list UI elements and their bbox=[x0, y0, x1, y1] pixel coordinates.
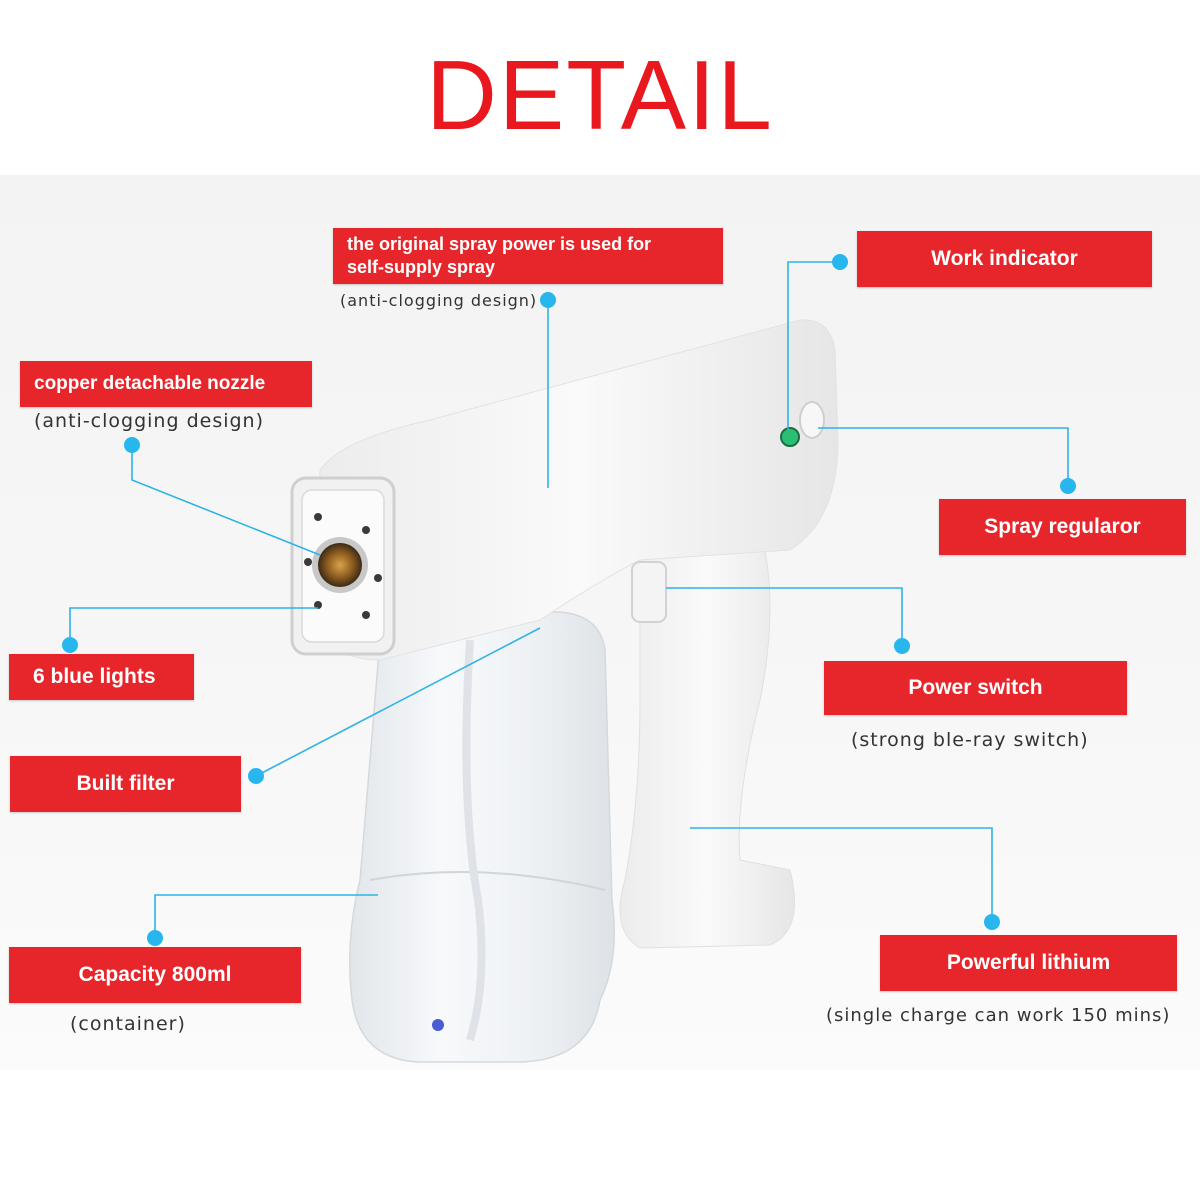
leader-capacity bbox=[154, 894, 378, 938]
filter-weight bbox=[432, 1019, 444, 1031]
dot-spray-regulator bbox=[1060, 478, 1076, 494]
dot-work-indicator bbox=[832, 254, 848, 270]
work-indicator-led bbox=[780, 427, 800, 447]
dot-built-filter bbox=[248, 768, 264, 784]
suction-tube bbox=[462, 639, 486, 1042]
callout-power-switch: Power switch bbox=[824, 661, 1127, 715]
spray-regulator-knob bbox=[799, 401, 825, 439]
leader-work-indicator bbox=[787, 261, 840, 430]
dot-nozzle bbox=[124, 437, 140, 453]
callout-capacity: Capacity 800ml bbox=[9, 947, 301, 1003]
leader-spray-regulator bbox=[818, 427, 1069, 486]
leader-built-filter bbox=[255, 627, 541, 777]
gun-barrel bbox=[317, 319, 839, 661]
callout-blue-lights: 6 blue lights bbox=[9, 654, 194, 700]
trigger bbox=[631, 561, 667, 623]
callout-work-indicator: Work indicator bbox=[857, 231, 1152, 287]
dot-lithium bbox=[984, 914, 1000, 930]
power-switch-note: (strong ble-ray switch) bbox=[851, 729, 1089, 751]
dot-spray-power bbox=[540, 292, 556, 308]
nozzle-note: (anti-clogging design) bbox=[34, 410, 265, 432]
leader-nozzle bbox=[131, 445, 321, 556]
bottle bbox=[349, 611, 616, 1063]
capacity-note: (container) bbox=[70, 1013, 186, 1035]
spray-power-line1: the original spray power is used for bbox=[347, 234, 652, 254]
page-title: DETAIL bbox=[426, 40, 774, 150]
spray-power-line2: self-supply spray bbox=[347, 257, 496, 277]
gun-handle bbox=[619, 529, 795, 949]
spray-power-note: (anti-clogging design) bbox=[340, 291, 538, 310]
callout-lithium: Powerful lithium bbox=[880, 935, 1177, 991]
leader-power-switch bbox=[666, 587, 903, 646]
dot-capacity bbox=[147, 930, 163, 946]
callout-nozzle: copper detachable nozzle bbox=[20, 361, 312, 407]
callout-spray-regulator: Spray regularor bbox=[939, 499, 1186, 555]
leader-blue-lights bbox=[69, 607, 318, 645]
lithium-note: (single charge can work 150 mins) bbox=[826, 1005, 1171, 1026]
leader-lithium bbox=[690, 827, 993, 922]
callout-spray-power: the original spray power is used for sel… bbox=[333, 228, 723, 284]
dot-power-switch bbox=[894, 638, 910, 654]
callout-built-filter: Built filter bbox=[10, 756, 241, 812]
dot-blue-lights bbox=[62, 637, 78, 653]
